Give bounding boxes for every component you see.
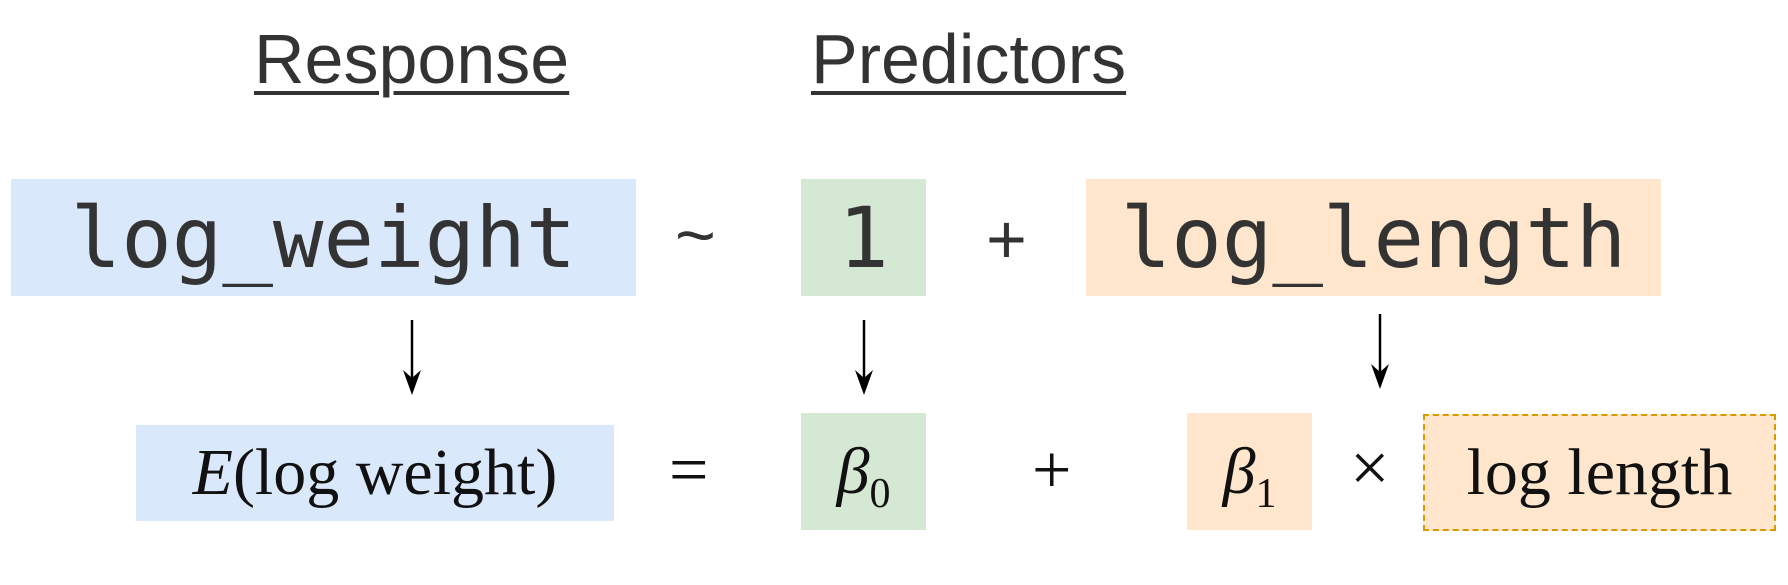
response-heading: Response <box>254 20 570 98</box>
beta1-box: β1 <box>1187 413 1312 530</box>
expected-response-box: E(log weight) <box>136 425 614 521</box>
down-arrow-icon <box>403 320 421 395</box>
beta1: β1 <box>1223 438 1277 515</box>
formula-response: log_weight <box>70 188 577 287</box>
log-length: log length <box>1466 435 1733 509</box>
beta0-symbol: β <box>836 434 870 508</box>
equation-equals: = <box>669 432 709 509</box>
expected-arg: (log weight) <box>232 436 558 509</box>
predictors-heading: Predictors <box>811 20 1127 98</box>
formula-intercept-box: 1 <box>801 179 926 296</box>
beta1-subscript: 1 <box>1255 470 1277 517</box>
beta0: β0 <box>837 438 891 515</box>
equation-plus: + <box>1032 432 1072 509</box>
down-arrow-icon <box>1371 314 1389 389</box>
formula-predictor: log_length <box>1120 188 1627 287</box>
beta1-symbol: β <box>1222 434 1256 508</box>
beta0-box: β0 <box>801 413 926 530</box>
formula-predictor-box: log_length <box>1086 179 1661 296</box>
formula-response-box: log_weight <box>11 179 636 296</box>
log-length-box: log length <box>1423 414 1776 531</box>
equation-times: × <box>1350 430 1390 507</box>
beta0-subscript: 0 <box>869 470 891 517</box>
formula-tilde: ~ <box>675 196 716 274</box>
formula-intercept: 1 <box>838 188 889 287</box>
down-arrow-icon <box>855 320 873 395</box>
expected-fn: E <box>192 436 233 509</box>
expected-response: E(log weight) <box>193 440 558 506</box>
formula-plus: + <box>986 200 1027 278</box>
